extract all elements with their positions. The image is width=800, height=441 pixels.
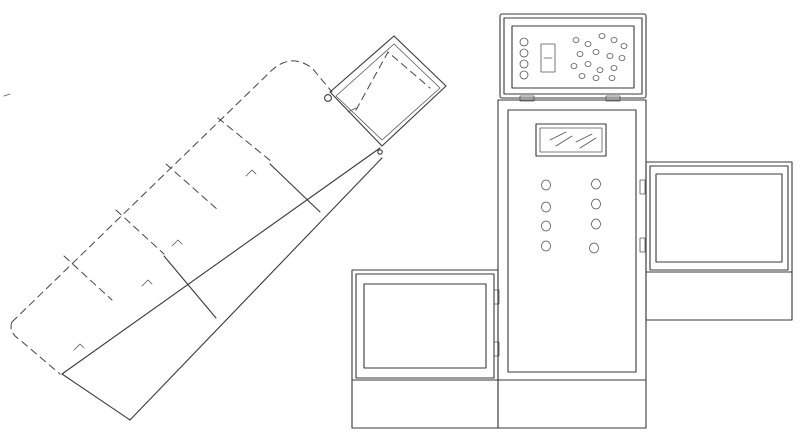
strip-end-cap (61, 373, 131, 421)
corner-mark (3, 93, 11, 97)
folded-outline-left-end (10, 321, 61, 375)
pivot-dot (324, 94, 332, 102)
top-hinged-panel-inner (335, 43, 441, 141)
top-display-frame (499, 13, 647, 99)
main-cabinet-frame (497, 99, 647, 429)
hinge-tab-3 (141, 279, 153, 287)
main-hinge-right-2 (639, 237, 646, 253)
strip-segment-1 (163, 255, 217, 319)
right-side-door (645, 161, 793, 321)
cabinet-assembly (351, 13, 793, 429)
top-display-dots (570, 33, 628, 81)
right-door-frame (645, 161, 793, 321)
folded-outline-top-edge (11, 60, 333, 323)
door-display-frame (535, 123, 607, 157)
left-door-frame (351, 269, 499, 429)
top-display-unit (499, 13, 647, 102)
top-display-inner-frame (503, 17, 643, 95)
right-door-panel (649, 165, 789, 271)
door-button-5 (541, 220, 551, 232)
main-hinge-right-1 (639, 179, 646, 195)
door-button-4 (591, 198, 601, 210)
left-side-door (351, 269, 499, 429)
top-panel-stub (347, 107, 357, 113)
right-door-window (655, 173, 783, 263)
top-button-1 (519, 37, 529, 47)
door-button-3 (541, 201, 551, 213)
top-display-screen (511, 25, 635, 89)
fold-line-3 (63, 255, 113, 301)
top-button-2 (519, 48, 529, 58)
main-cabinet (493, 99, 647, 429)
door-button-2 (591, 178, 601, 190)
hinge-tab-4 (73, 343, 85, 351)
door-display-screen (539, 127, 603, 153)
strip-back-edge (61, 147, 381, 375)
top-hinge-right (605, 95, 621, 102)
top-hinged-panel (329, 35, 447, 147)
door-button-7 (541, 240, 551, 252)
top-digit-display (540, 43, 556, 73)
top-button-3 (519, 59, 529, 69)
door-button-6 (591, 218, 601, 230)
strip-segment-2 (269, 163, 321, 213)
hinge-tab-2 (171, 239, 183, 247)
door-display-glyphs (549, 131, 597, 149)
fold-line-1 (217, 117, 273, 163)
door-button-8 (589, 242, 599, 254)
main-door (507, 109, 637, 373)
fold-line-4 (165, 163, 219, 211)
corner-dot (377, 149, 383, 155)
top-hinge-left (519, 95, 535, 102)
left-door-window (363, 283, 487, 369)
door-buttons (541, 178, 601, 254)
top-panel-diagonal (355, 51, 431, 111)
strip-front-edge (129, 157, 383, 421)
top-button-4 (519, 70, 529, 80)
left-door-panel (355, 273, 495, 379)
hinge-tab-1 (245, 169, 257, 177)
folded-strip-assembly (10, 35, 447, 421)
fold-line-2 (115, 209, 165, 255)
door-button-1 (541, 179, 551, 191)
